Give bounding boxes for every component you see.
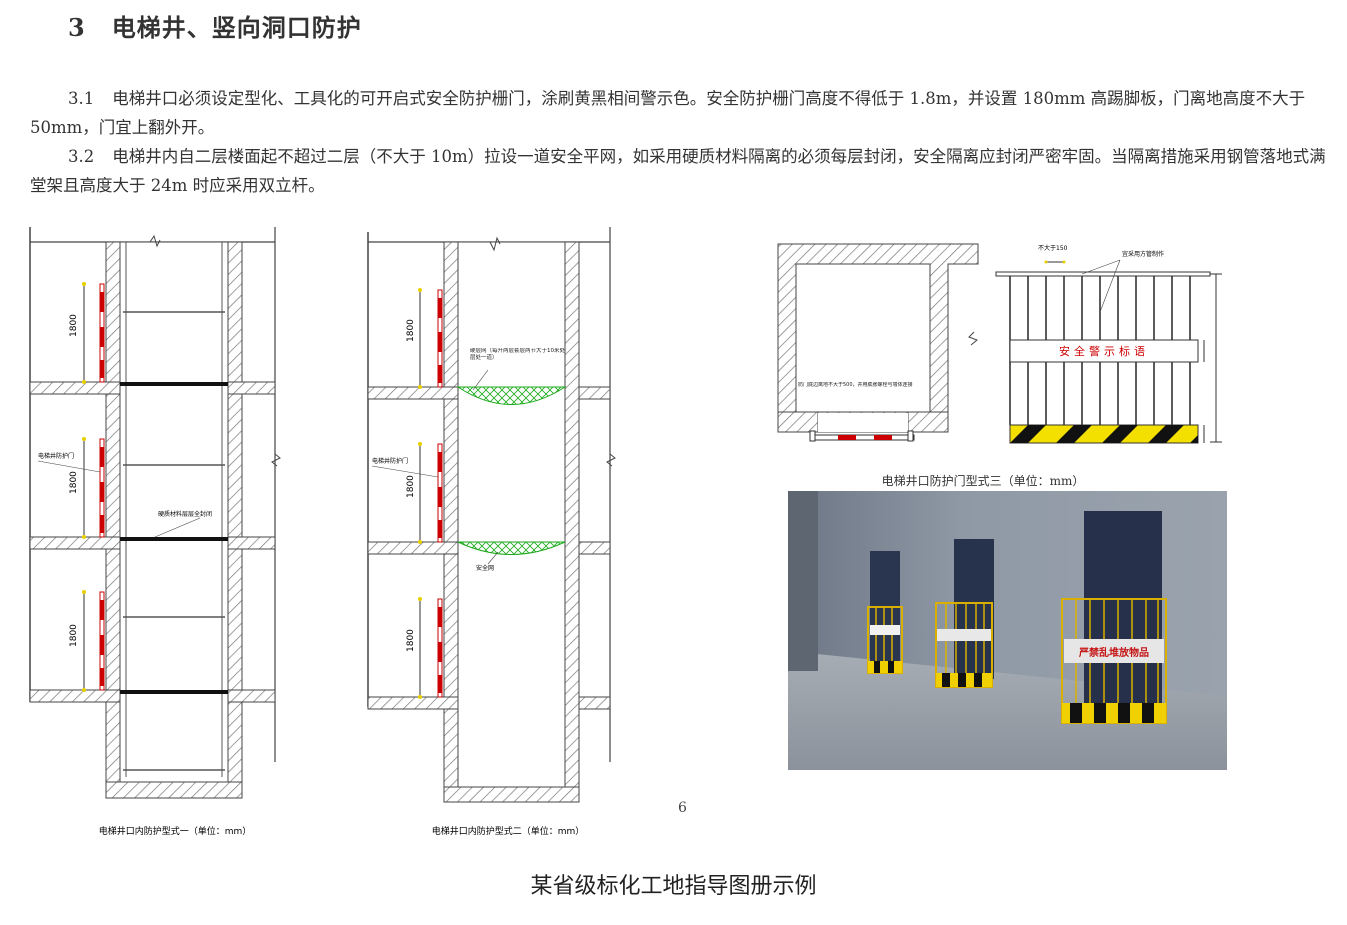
dimension-label: 1800 (69, 624, 79, 647)
tube-label: 宜采用方管制作 (1122, 250, 1164, 258)
paragraph-number: 3.2 (68, 147, 95, 166)
figure-caption: 电梯井口内防护型式一（单位：mm） (99, 825, 252, 837)
net-label: 安全网 (476, 564, 494, 572)
door-note-label: 防门底边离地不大于500，并用膨胀螺栓与墙体连接 (798, 382, 913, 388)
dimension-label: 1800 (406, 629, 416, 652)
site-photo: 严禁乱堆放物品 (788, 491, 1227, 770)
section-heading: 3 电梯井、竖向洞口防护 (68, 8, 362, 43)
door-sign-text: 安全警示标语 (1059, 344, 1149, 358)
figure-caption: 电梯井口内防护型式二（单位：mm） (432, 825, 585, 837)
photo-sign-text: 严禁乱堆放物品 (1078, 646, 1149, 659)
paragraph-number: 3.1 (68, 89, 95, 108)
section-number: 3 (68, 13, 86, 42)
door-label: 电梯井防护门 (372, 457, 408, 465)
net-top-label: 硬层网（每升两层套层两节大于10米处层处一道） (470, 348, 565, 361)
page-number: 6 (678, 800, 687, 816)
dimension-label: 1800 (406, 319, 416, 342)
figure-caption: 电梯井口防护门型式三（单位：mm） (881, 474, 1085, 488)
dimension-label: 1800 (406, 475, 416, 498)
dimension-label: 1800 (69, 314, 79, 337)
hard-material-label: 硬质材料层层全封闭 (158, 510, 212, 518)
figure-shaft-type-one: 1800 1800 1800 电梯井防护门 硬质材料层层全封闭 电梯井口内防护型… (29, 227, 281, 837)
section-title: 电梯井、竖向洞口防护 (111, 13, 362, 42)
figure-shaft-type-two: 1800 1800 1800 电梯井防护门 硬层网（每升两层套层两节大于10米处… (367, 227, 616, 837)
gap-label: 不大于150 (1038, 244, 1068, 252)
image-caption: 某省级标化工地指导图册示例 (530, 874, 817, 899)
dimension-label: 1800 (69, 471, 79, 494)
paragraph-text: 电梯井口必须设定型化、工具化的可开启式安全防护栅门，涂刷黄黑相间警示色。安全防护… (30, 89, 1306, 137)
paragraph-text: 电梯井内自二层楼面起不超过二层（不大于 10m）拉设一道安全平网，如采用硬质材料… (30, 147, 1326, 195)
door-label: 电梯井防护门 (38, 452, 74, 460)
figure-door-type-three: 防门底边离地不大于500，并用膨胀螺栓与墙体连接 安全警示标语 不大于150 宜… (777, 243, 1222, 444)
